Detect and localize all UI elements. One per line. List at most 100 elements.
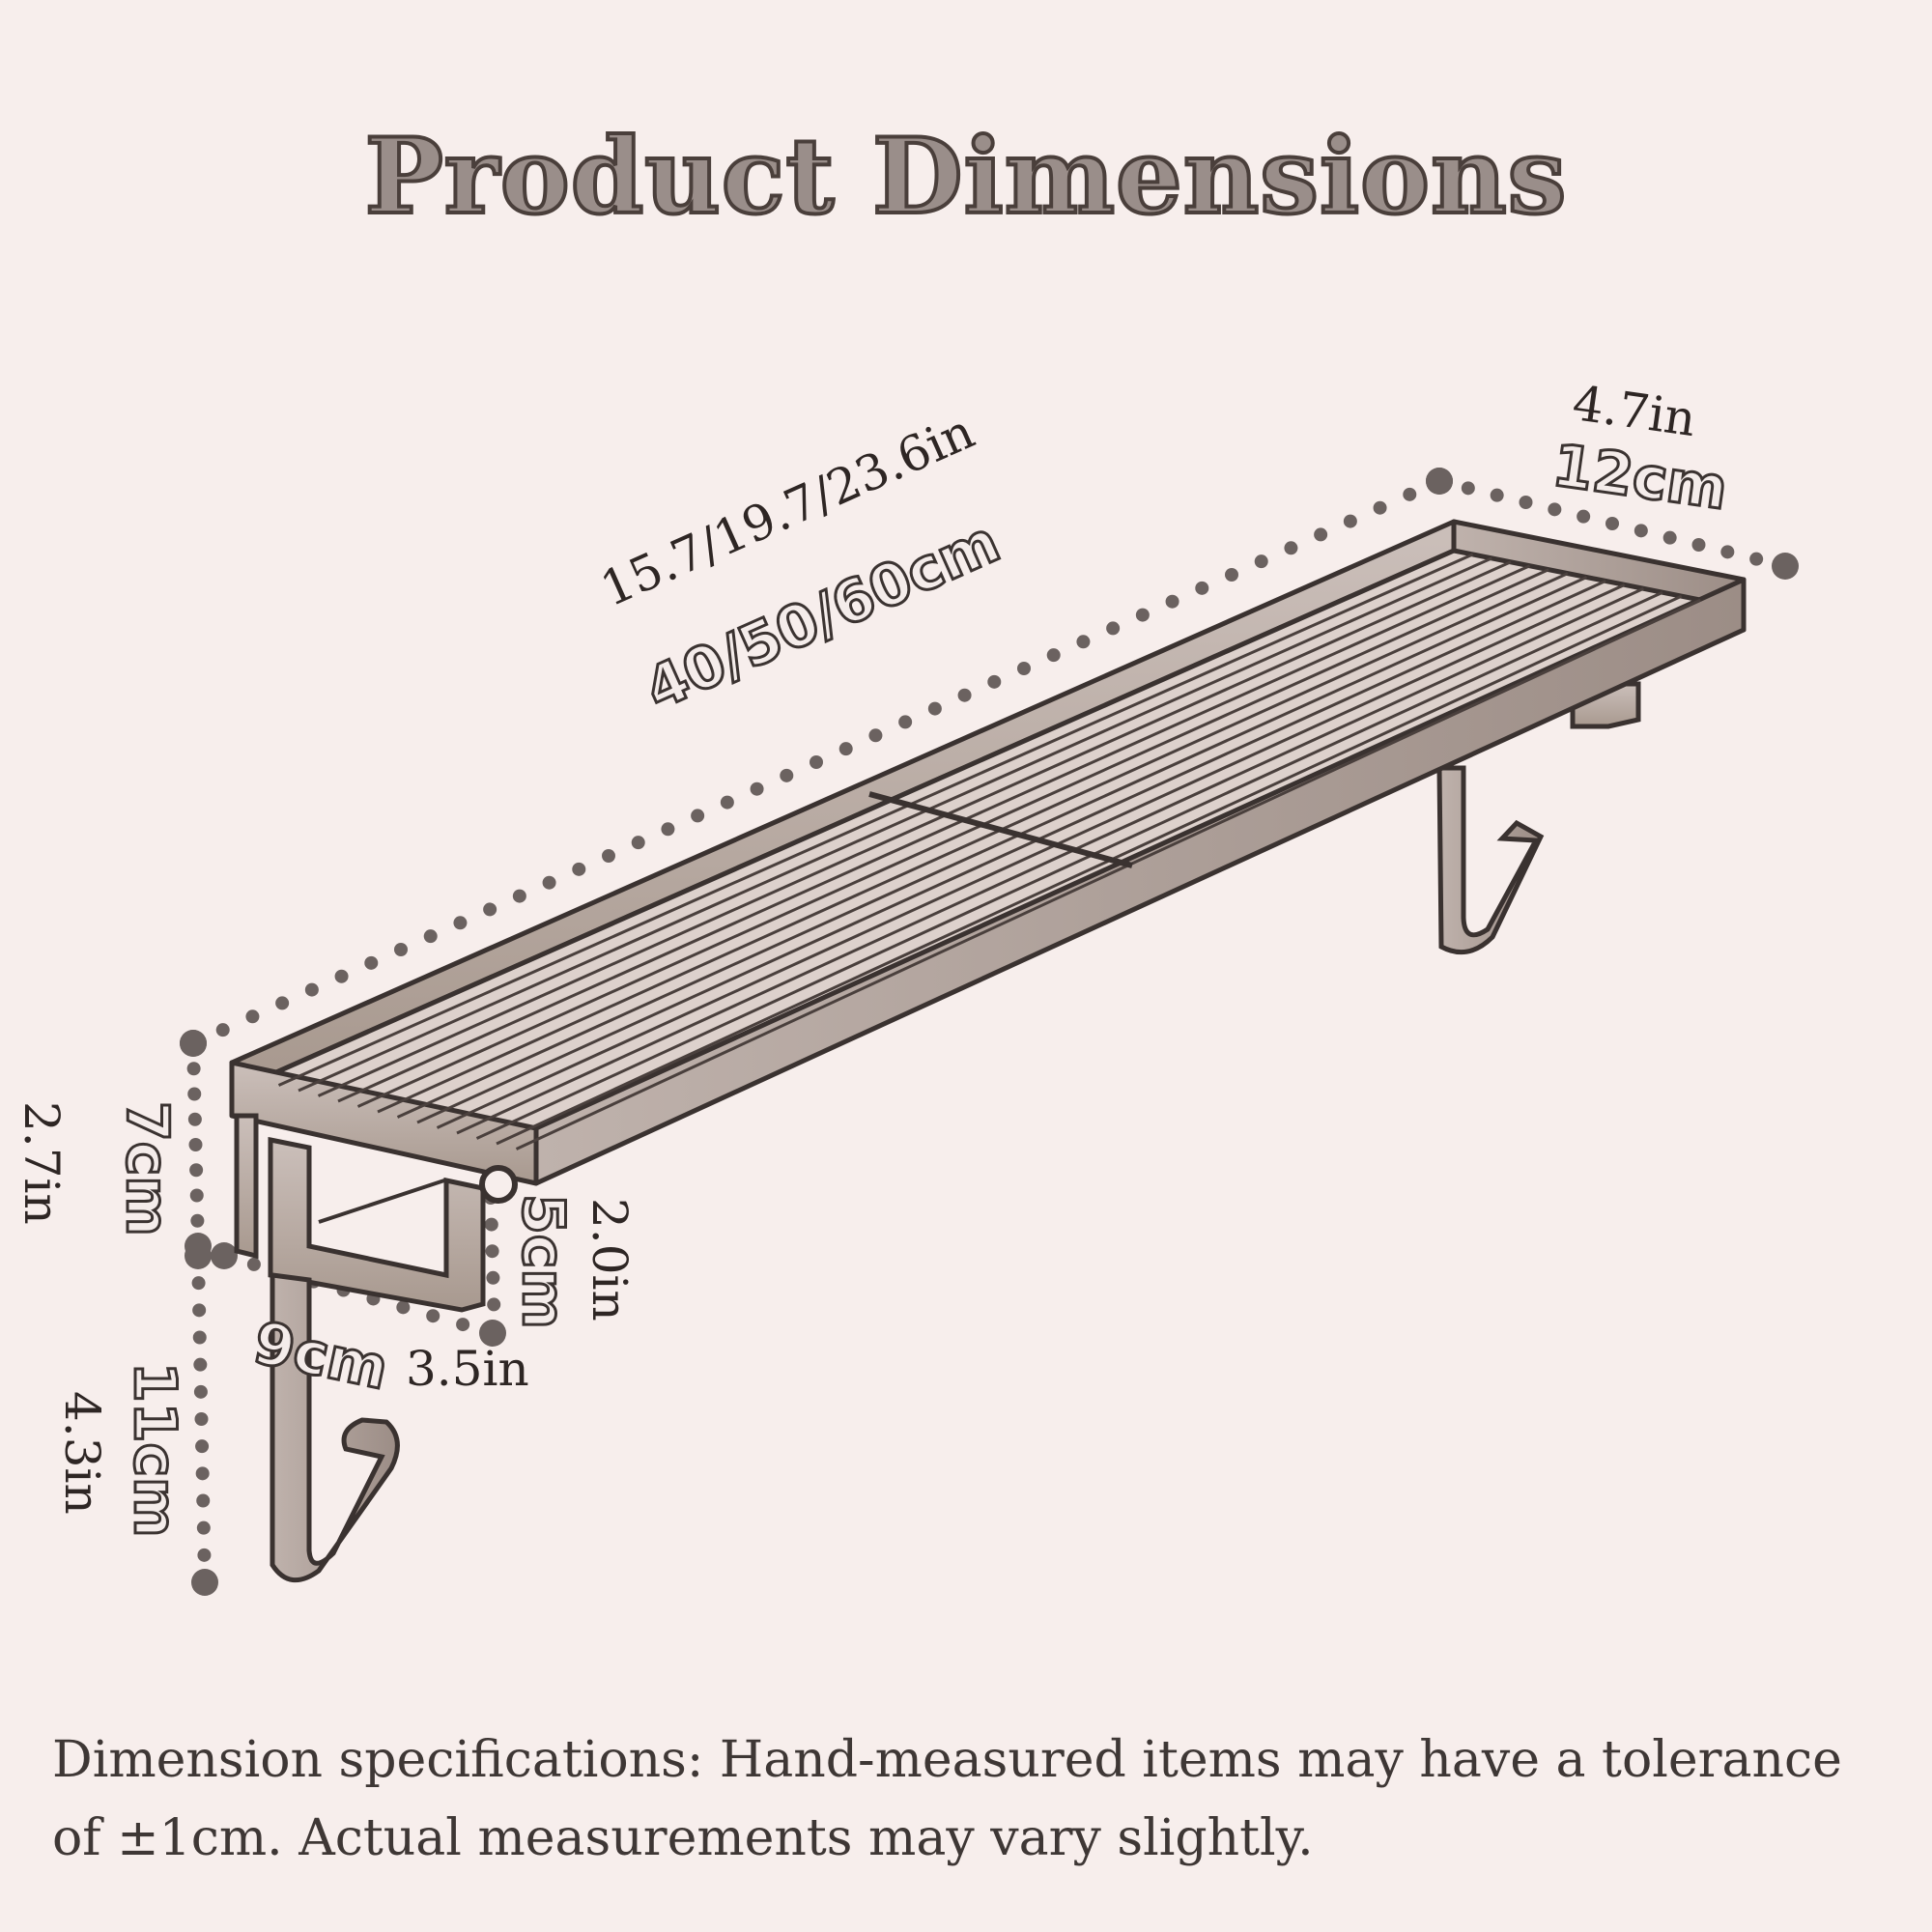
dimension-dot bbox=[1720, 545, 1735, 559]
dimension-dot bbox=[1195, 581, 1209, 595]
corner-peg bbox=[479, 1165, 518, 1204]
support-bar bbox=[868, 791, 1133, 868]
shelf-slat bbox=[298, 556, 1492, 1093]
dimension-dot bbox=[1548, 502, 1562, 517]
dimension-dot bbox=[1403, 487, 1417, 501]
shelf-slat bbox=[356, 568, 1549, 1108]
dimension-dot bbox=[1662, 530, 1677, 545]
shelf-slat bbox=[456, 586, 1645, 1135]
dimension-dot bbox=[602, 849, 615, 863]
dimension-dot bbox=[1314, 527, 1328, 542]
dimension-dotted-lines bbox=[180, 468, 1799, 1596]
dimension-dot bbox=[211, 1242, 238, 1269]
dimension-dot bbox=[246, 1257, 261, 1271]
dimension-dot bbox=[1772, 553, 1799, 580]
dimension-dot bbox=[927, 701, 942, 716]
dimension-dot bbox=[195, 1439, 210, 1454]
dimension-dot bbox=[190, 1213, 205, 1228]
dimension-dot bbox=[485, 1244, 499, 1259]
dimension-dot bbox=[838, 742, 853, 756]
dimension-dot bbox=[1046, 648, 1061, 663]
front-height-in-label: 2.0in bbox=[582, 1198, 638, 1321]
dimension-dot bbox=[197, 1548, 212, 1562]
dimension-dot bbox=[750, 781, 764, 796]
side-height-cm-label: 7cm bbox=[112, 1100, 183, 1238]
shelf-slat bbox=[436, 582, 1626, 1129]
dimension-dot bbox=[188, 1138, 203, 1151]
dimension-dot bbox=[334, 969, 349, 983]
dimension-dot bbox=[456, 1318, 470, 1332]
dimension-dot bbox=[191, 1276, 206, 1291]
dimension-dot bbox=[1254, 554, 1268, 569]
dimension-dot bbox=[512, 889, 526, 903]
dimension-dot bbox=[187, 1112, 202, 1126]
dimension-dot bbox=[483, 902, 497, 917]
dimension-dot bbox=[780, 768, 794, 782]
dimension-dot bbox=[396, 1300, 411, 1315]
shelf-slat bbox=[337, 564, 1531, 1103]
dimension-dot bbox=[180, 1030, 207, 1057]
back-hook bbox=[1436, 681, 1641, 955]
dimension-dot bbox=[487, 1297, 501, 1312]
bracket-depth-in-label: 3.5in bbox=[406, 1341, 529, 1397]
dimension-dot bbox=[1165, 594, 1179, 609]
dimension-dot bbox=[1426, 468, 1453, 495]
side-height-in-label: 2.7in bbox=[14, 1101, 70, 1225]
shelf-slat bbox=[396, 576, 1588, 1119]
dimension-dot bbox=[1076, 635, 1091, 649]
dimension-dot bbox=[1373, 500, 1387, 515]
dimension-dot bbox=[423, 929, 438, 944]
shelf-tray bbox=[229, 519, 1747, 1186]
dimension-dot bbox=[193, 1384, 208, 1399]
dimension-dot bbox=[189, 1188, 204, 1203]
dimension-dot bbox=[810, 755, 823, 769]
page-title: Product Dimensions bbox=[363, 114, 1569, 240]
dimension-dot bbox=[631, 836, 645, 850]
shelf-slat bbox=[515, 598, 1701, 1151]
dimension-dot bbox=[1461, 481, 1475, 496]
tolerance-note: Dimension specifications: Hand-measured … bbox=[52, 1731, 1842, 1867]
dimension-dot bbox=[720, 795, 734, 810]
front-height-cm-label: 5cm bbox=[508, 1193, 579, 1331]
dimension-dot bbox=[186, 1062, 201, 1076]
dimension-dot bbox=[215, 1023, 230, 1037]
dimension-dot bbox=[572, 862, 586, 876]
dimension-dot bbox=[275, 996, 290, 1010]
dimension-dot bbox=[191, 1569, 218, 1596]
front-bracket bbox=[234, 1113, 486, 1582]
hook-height-cm-label: 11cm bbox=[120, 1361, 190, 1540]
dimension-dot bbox=[1017, 662, 1031, 675]
dimension-dot bbox=[185, 1242, 212, 1269]
dimension-dot bbox=[192, 1303, 207, 1318]
dimension-dot bbox=[1605, 517, 1619, 530]
dimension-dot bbox=[187, 1087, 202, 1101]
dimension-dot bbox=[196, 1493, 211, 1508]
dimension-dot bbox=[1343, 514, 1357, 528]
shelf-slat bbox=[475, 590, 1663, 1140]
dimension-dot bbox=[364, 955, 379, 970]
dimension-dot bbox=[192, 1330, 207, 1345]
dimension-dot bbox=[189, 1163, 204, 1178]
dimension-dot bbox=[453, 916, 468, 930]
shelf-slat bbox=[277, 553, 1474, 1087]
dimension-dot bbox=[1577, 509, 1591, 524]
dimension-dot bbox=[542, 875, 556, 890]
dimension-dot bbox=[1135, 608, 1150, 622]
shelf-slats bbox=[277, 553, 1701, 1151]
dimension-dot bbox=[1225, 568, 1238, 582]
dimension-dot bbox=[304, 982, 319, 997]
dimension-dot bbox=[868, 728, 883, 743]
dimension-dot bbox=[484, 1217, 498, 1232]
dimension-dot bbox=[1749, 552, 1764, 566]
dimension-dot bbox=[394, 943, 408, 956]
dimension-dot bbox=[479, 1320, 506, 1347]
shelf-slat bbox=[377, 572, 1569, 1114]
dimension-dot bbox=[987, 674, 1002, 689]
dimension-dot bbox=[193, 1357, 208, 1372]
shelf-slat bbox=[496, 594, 1683, 1146]
dimension-dot bbox=[194, 1412, 209, 1426]
dimension-dot bbox=[661, 822, 675, 837]
dimension-dot bbox=[486, 1270, 500, 1285]
dimension-dot bbox=[957, 688, 972, 702]
hook-height-in-label: 4.3in bbox=[54, 1391, 110, 1515]
